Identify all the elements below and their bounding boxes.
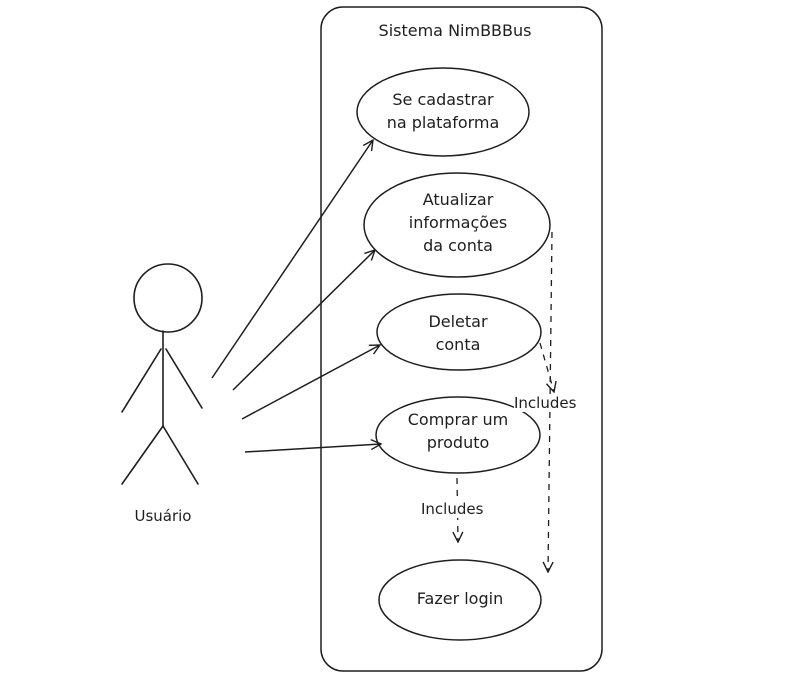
system-title: Sistema NimBBBus xyxy=(378,21,532,40)
use-case-register-label[interactable]: Se cadastrar na plataforma xyxy=(386,90,500,132)
use-case-delete-label[interactable]: Deletar conta xyxy=(428,312,488,354)
actor-left-arm xyxy=(121,348,162,413)
actor-head xyxy=(133,263,203,333)
use-case-buy-ellipse[interactable] xyxy=(375,396,541,474)
use-case-login-ellipse[interactable] xyxy=(378,559,542,641)
association-arrow-update xyxy=(232,250,375,391)
actor-left-leg xyxy=(121,425,164,485)
association-arrow-delete xyxy=(241,345,380,420)
actor-right-arm xyxy=(165,348,203,409)
association-arrow-buy xyxy=(244,444,381,453)
actor-label: Usuário xyxy=(134,507,192,525)
include-arrow-buy-to-login xyxy=(457,477,458,542)
association-arrow-register xyxy=(211,140,373,379)
include-arrow-delete-to-login xyxy=(539,342,554,392)
use-case-delete-ellipse[interactable] xyxy=(376,293,542,371)
use-case-update-label[interactable]: Atualizar informações da conta xyxy=(408,190,508,255)
use-case-register-ellipse[interactable] xyxy=(356,67,530,157)
use-case-login-label[interactable]: Fazer login xyxy=(416,589,504,608)
use-case-update-ellipse[interactable] xyxy=(363,172,551,278)
actor-figure xyxy=(121,263,203,485)
actor-right-leg xyxy=(162,425,199,485)
include-label-right: Includes xyxy=(514,394,577,412)
system-boundary xyxy=(320,6,603,672)
include-label-bottom: Includes xyxy=(421,500,484,518)
use-case-buy-label[interactable]: Comprar um produto xyxy=(407,410,509,452)
